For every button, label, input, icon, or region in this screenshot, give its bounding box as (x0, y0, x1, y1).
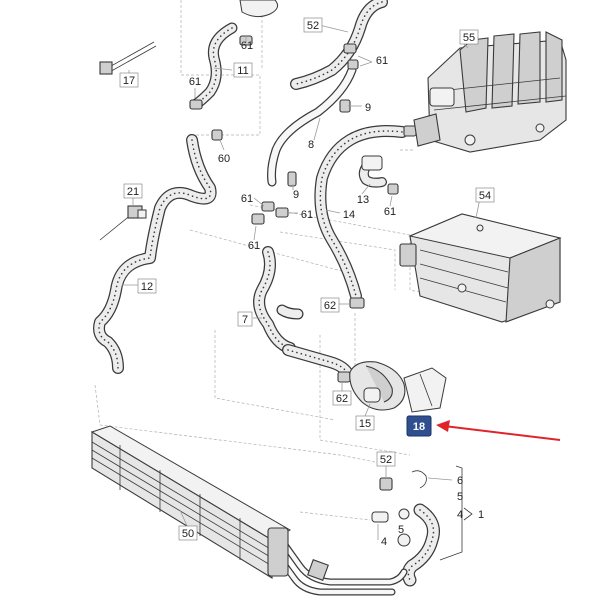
highlighted-part-box (406, 415, 432, 437)
callout-50: 50 (182, 528, 194, 540)
control-unit-55 (413, 31, 567, 153)
expansion-tank-fragment (239, 0, 279, 18)
callout-61-b: 61 (376, 55, 388, 67)
arrow-head (436, 420, 450, 432)
coolant-pump-15 (349, 361, 406, 411)
cable-tie-17 (99, 41, 157, 75)
radiator-50 (90, 425, 292, 579)
pointer-arrow (436, 420, 561, 441)
hose-pump-inlet (282, 344, 354, 380)
bracket-group-1 (439, 465, 473, 561)
callout-6: 6 (457, 475, 463, 487)
charger-unit-54 (399, 213, 562, 323)
hose-11 (190, 22, 238, 110)
callout-61-left: 61 (189, 76, 201, 88)
callout-52-low: 52 (380, 454, 392, 466)
callout-4-left: 4 (381, 536, 387, 548)
heat-shield-18 (403, 367, 447, 413)
arrow-shaft (443, 425, 561, 441)
t-connector-61 (361, 155, 383, 171)
callout-9-top: 9 (365, 102, 371, 114)
callout-18: 18 (413, 421, 425, 433)
callout-52-top: 52 (307, 20, 319, 32)
sensor-21 (99, 205, 147, 241)
callout-15: 15 (359, 418, 371, 430)
callout-61-top: 61 (241, 40, 253, 52)
callout-61-low: 61 (248, 240, 260, 252)
callout-1: 1 (478, 509, 484, 521)
radiator-pipes (274, 541, 408, 596)
callout-11: 11 (237, 65, 248, 77)
callout-61-mid2: 61 (301, 209, 313, 221)
callout-13: 13 (357, 194, 369, 206)
hose-right-outlet (401, 503, 440, 587)
callout-55: 55 (463, 32, 475, 44)
callout-54: 54 (479, 190, 491, 202)
leader-lines (122, 24, 481, 540)
callout-21: 21 (127, 186, 139, 198)
hose-52-upper (290, 0, 388, 90)
callout-8: 8 (308, 139, 314, 151)
callout-62-top: 62 (324, 300, 336, 312)
callout-4-right: 4 (457, 509, 463, 521)
hose-7 (253, 246, 304, 354)
hose-14 (314, 125, 408, 302)
callout-5-b: 5 (398, 524, 404, 536)
callout-5-a: 5 (457, 491, 463, 503)
callout-12: 12 (141, 281, 153, 293)
callout-labels: 52 61 61 11 17 61 60 9 8 55 21 61 9 61 1… (119, 17, 495, 548)
pipe-8 (267, 65, 357, 187)
callout-14: 14 (343, 209, 355, 221)
callout-17: 17 (123, 75, 135, 87)
callout-60: 60 (218, 153, 230, 165)
callout-62-low: 62 (336, 393, 348, 405)
callout-7: 7 (242, 314, 248, 326)
hose-12 (93, 134, 217, 374)
callout-61-right: 61 (384, 206, 396, 218)
callout-61-mid: 61 (241, 193, 253, 205)
callout-9-mid: 9 (293, 189, 299, 201)
